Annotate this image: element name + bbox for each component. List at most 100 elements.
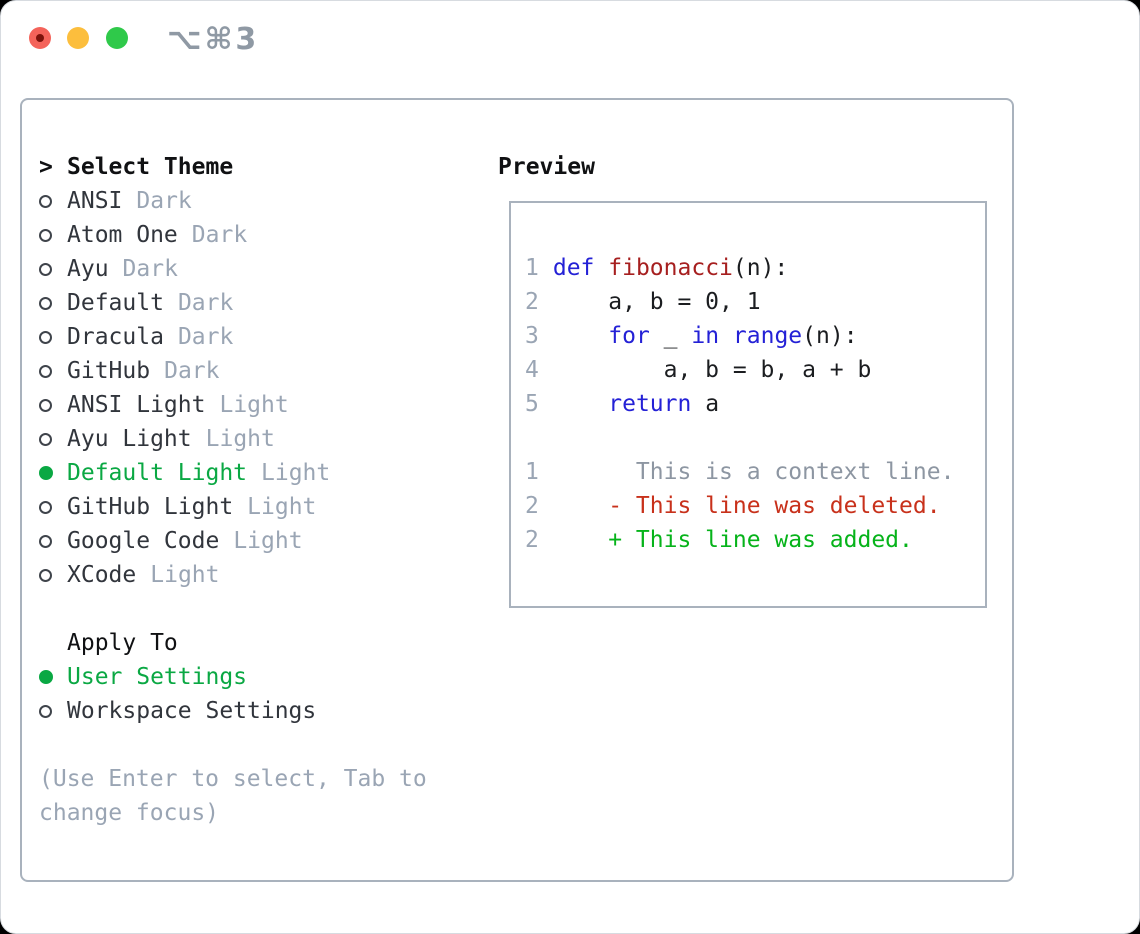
option-label: GitHub xyxy=(67,358,151,384)
preview-line: 3 for _ in range(n): xyxy=(525,319,985,353)
preview-line: 2 + This line was added. xyxy=(525,523,985,557)
theme-option[interactable]: Ayu Dark xyxy=(39,252,427,286)
code-segment xyxy=(539,319,608,353)
code-segment: _ xyxy=(649,323,692,349)
code-segment: (n): xyxy=(802,323,858,349)
preview-line: 4 a, b = b, a + b xyxy=(525,353,985,387)
radio-icon xyxy=(39,432,52,446)
option-label: Workspace Settings xyxy=(67,698,317,724)
radio-icon xyxy=(39,534,52,548)
radio-icon xyxy=(39,500,52,514)
code-segment: fibonacci xyxy=(608,255,733,281)
option-label: Dracula xyxy=(67,324,164,350)
theme-variant-label: Light xyxy=(150,562,220,588)
radio-icon xyxy=(39,228,52,242)
code-segment xyxy=(719,319,733,353)
radio-icon xyxy=(39,330,52,344)
option-label: XCode xyxy=(67,562,137,588)
line-number: 3 xyxy=(525,323,539,349)
close-button[interactable] xyxy=(29,27,51,49)
preview-code-box: 1 def fibonacci(n): 2 a, b = 0, 1 3 for _ … xyxy=(509,201,987,608)
option-label: GitHub Light xyxy=(67,494,234,520)
code-segment: return xyxy=(608,391,692,417)
theme-variant-label: Dark xyxy=(164,358,220,384)
code-segment xyxy=(594,251,608,285)
zoom-button[interactable] xyxy=(106,27,128,49)
radio-icon xyxy=(39,364,52,378)
theme-option[interactable]: GitHub Dark xyxy=(39,354,427,388)
radio-icon xyxy=(39,296,52,310)
radio-icon xyxy=(39,194,52,208)
preview-line xyxy=(525,421,985,455)
theme-option[interactable]: Dracula Dark xyxy=(39,320,427,354)
window-title-shortcut: ⌥⌘3 xyxy=(167,22,260,57)
apply-option[interactable]: User Settings xyxy=(39,660,427,694)
theme-variant-label: Light xyxy=(205,426,275,452)
radio-icon xyxy=(39,262,52,276)
code-segment: for xyxy=(608,323,650,349)
preview-line: 2 - This line was deleted. xyxy=(525,489,985,523)
option-label: Default Light xyxy=(67,460,248,486)
code-segment xyxy=(539,387,608,421)
theme-option[interactable]: ANSI Light Light xyxy=(39,388,427,422)
preview-line: 1 This is a context line. xyxy=(525,455,985,489)
line-number: 2 xyxy=(525,493,539,519)
theme-variant-label: Dark xyxy=(177,324,234,350)
code-segment: a, b = 0, 1 xyxy=(539,289,761,315)
code-segment: This is a context line. xyxy=(539,459,955,485)
apply-option[interactable]: Workspace Settings xyxy=(39,694,427,728)
radio-icon xyxy=(39,704,52,718)
minimize-button[interactable] xyxy=(67,27,89,49)
code-segment: range xyxy=(732,323,803,349)
line-number: 1 xyxy=(525,255,539,281)
help-text-line-1: (Use Enter to select, Tab to xyxy=(39,766,427,792)
preview-line: 5 return a xyxy=(525,387,985,421)
radio-icon xyxy=(39,568,52,582)
radio-selected-icon xyxy=(39,466,53,480)
help-text-line-2: change focus) xyxy=(39,800,220,826)
option-label: User Settings xyxy=(67,664,248,690)
theme-variant-label: Light xyxy=(261,460,331,486)
line-number: 5 xyxy=(525,391,539,417)
code-segment: in xyxy=(691,323,720,349)
selection-caret-icon: > xyxy=(39,154,53,180)
theme-variant-label: Dark xyxy=(191,222,248,248)
code-segment: a xyxy=(691,391,720,417)
theme-variant-label: Dark xyxy=(122,256,178,282)
line-number: 2 xyxy=(525,289,539,315)
close-dot-icon xyxy=(36,34,44,42)
option-label: Google Code xyxy=(67,528,220,554)
spacer xyxy=(39,592,427,626)
code-segment: a, b = b, a + b xyxy=(539,357,872,383)
select-theme-title: Select Theme xyxy=(67,154,234,180)
option-label: ANSI Light xyxy=(67,392,206,418)
preview-line: 1 def fibonacci(n): xyxy=(525,251,985,285)
code-segment: - This line was deleted. xyxy=(539,493,941,519)
option-label: ANSI xyxy=(67,188,123,214)
preview-lines: 1 def fibonacci(n): 2 a, b = 0, 1 3 for _ … xyxy=(525,251,985,557)
option-label: Ayu xyxy=(67,256,109,282)
preview-title: Preview xyxy=(498,154,595,180)
theme-option[interactable]: XCode Light xyxy=(39,558,427,592)
line-number: 1 xyxy=(525,459,539,485)
code-segment: + This line was added. xyxy=(539,527,913,553)
radio-icon xyxy=(39,398,52,412)
line-number: 4 xyxy=(525,357,539,383)
spacer xyxy=(39,728,427,762)
theme-variant-label: Dark xyxy=(177,290,234,316)
radio-selected-icon xyxy=(39,670,53,684)
code-segment: (n): xyxy=(732,255,789,281)
theme-option[interactable]: Default Light Light xyxy=(39,456,427,490)
theme-variant-label: Light xyxy=(219,392,289,418)
